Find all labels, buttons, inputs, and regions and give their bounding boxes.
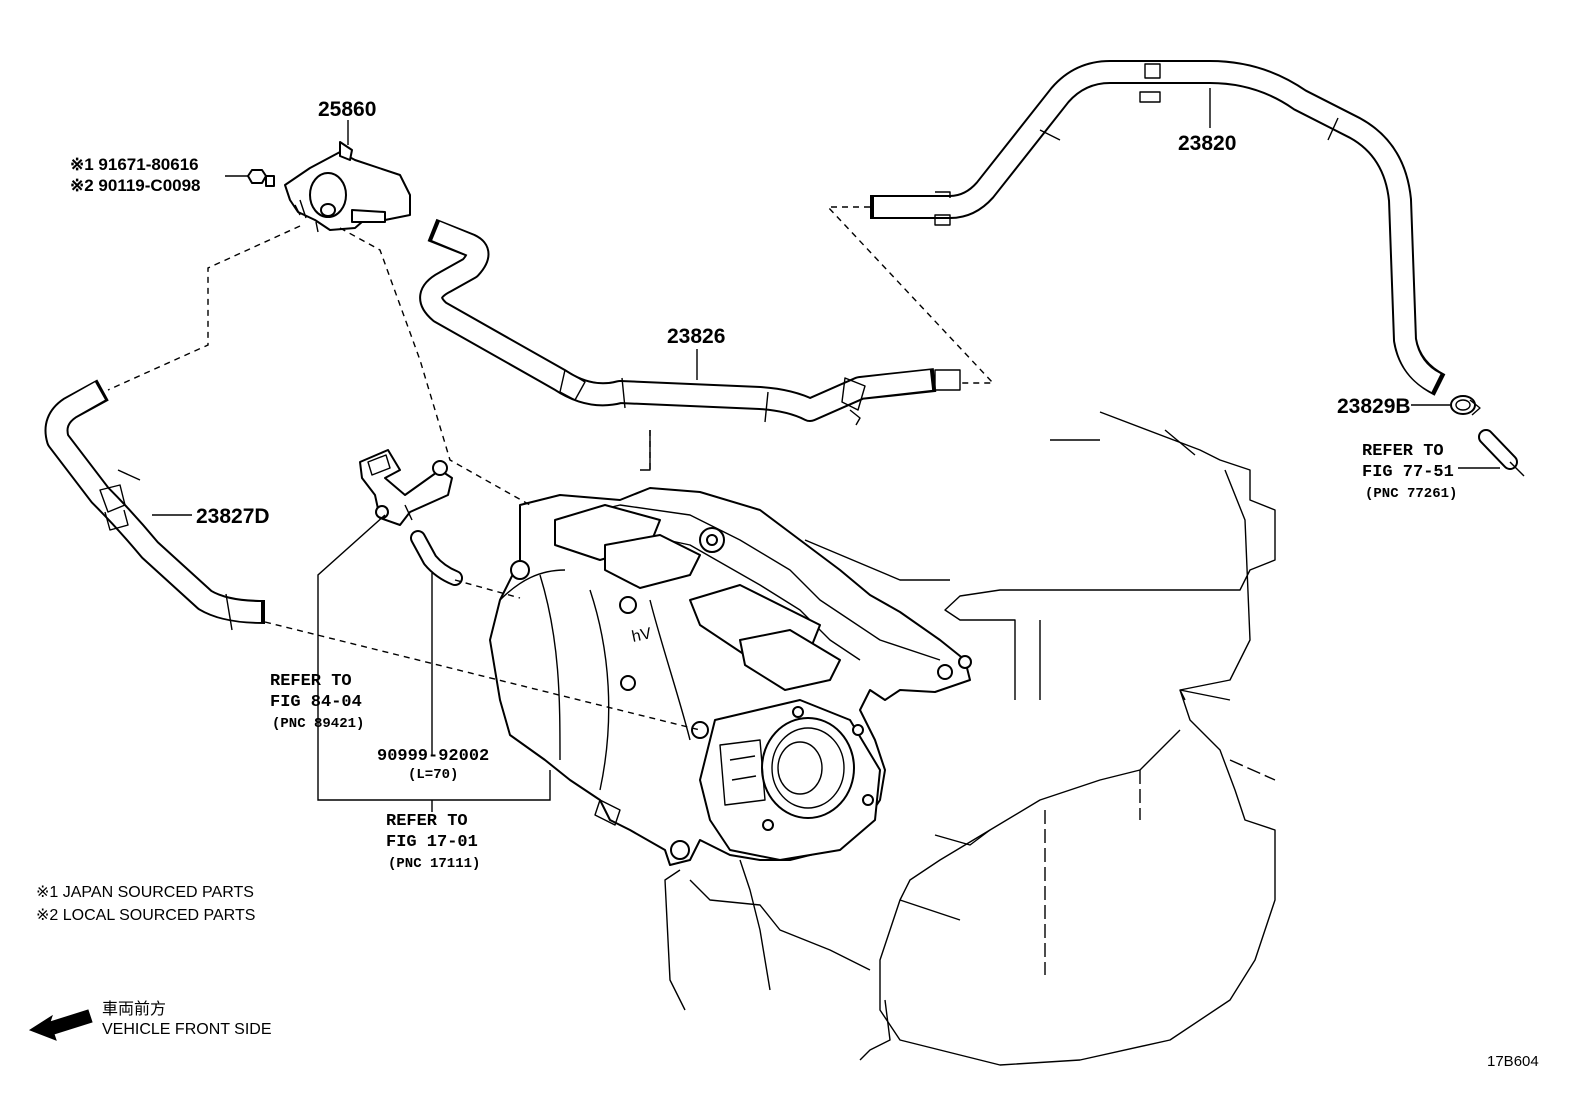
hose-23826 [419, 218, 961, 426]
ref-fig84-line1: REFER TO [270, 672, 352, 691]
label-25860: 25860 [318, 98, 376, 121]
label-23829b: 23829B [1337, 395, 1411, 418]
figure-code: 17B604 [1487, 1053, 1539, 1070]
pressure-sensor [359, 449, 453, 526]
ref-fig77-line1: REFER TO [1362, 442, 1444, 461]
ref-fig-77-51: REFER TO FIG 77-51 (PNC 77261) [1362, 442, 1457, 502]
ref-fig-84-04: REFER TO FIG 84-04 (PNC 89421) [270, 672, 364, 732]
label-90999-92002: 90999-92002 [377, 747, 489, 766]
clamp-23829b [1411, 395, 1525, 477]
hose-23827d [44, 379, 266, 631]
front-arrow-icon [28, 1009, 93, 1041]
hose-23820 [870, 60, 1446, 396]
direction-jp-label: 車両前方 [102, 1000, 166, 1018]
legend-note-japan: ※1 JAPAN SOURCED PARTS [36, 884, 254, 901]
intake-manifold: hV [489, 487, 972, 866]
ref-fig17-line1: REFER TO [386, 812, 468, 831]
legend-note-local: ※2 LOCAL SOURCED PARTS [36, 907, 255, 924]
label-bolt-japan: ※1 91671-80616 [70, 155, 199, 174]
ref-fig77-line2: FIG 77-51 [1362, 463, 1454, 482]
label-23827d: 23827D [196, 505, 270, 528]
label-23820: 23820 [1178, 132, 1236, 155]
ref-fig84-line2: FIG 84-04 [270, 693, 362, 712]
label-23826: 23826 [667, 325, 725, 348]
ref-fig77-line3: (PNC 77261) [1365, 486, 1457, 502]
ref-fig17-line3: (PNC 17111) [388, 856, 480, 872]
connection-lines [107, 206, 995, 731]
ref-fig84-line3: (PNC 89421) [272, 716, 364, 732]
ref-fig17-line2: FIG 17-01 [386, 833, 478, 852]
direction-en-label: VEHICLE FRONT SIDE [102, 1021, 272, 1038]
hose-90999-92002 [410, 530, 463, 755]
ref-fig-17-01: REFER TO FIG 17-01 (PNC 17111) [386, 812, 480, 872]
vsv-25860 [225, 120, 411, 233]
engine-marking: hV [630, 625, 653, 646]
engine-block-outline [640, 411, 1276, 1066]
label-bolt-local: ※2 90119-C0098 [70, 176, 201, 195]
label-90999-length: (L=70) [408, 767, 458, 783]
ref-leaders [317, 514, 551, 812]
